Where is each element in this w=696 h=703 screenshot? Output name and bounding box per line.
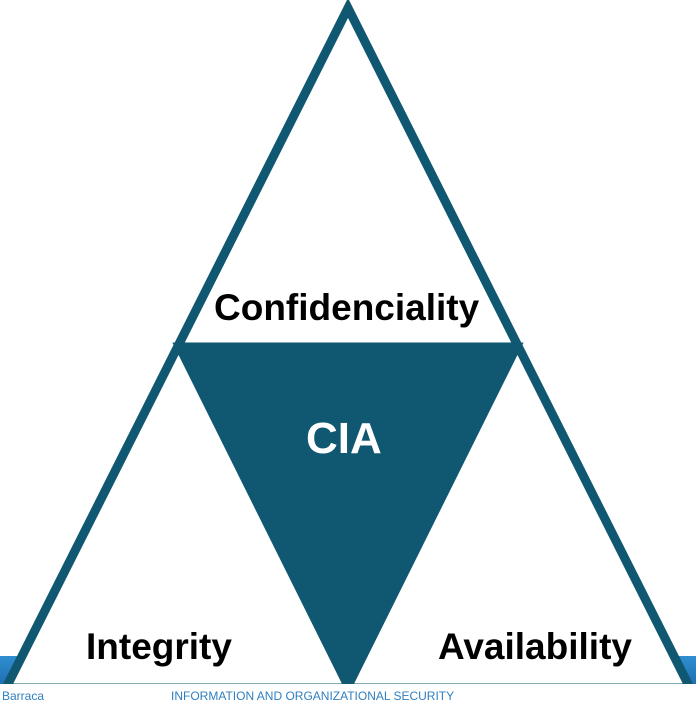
cia-label: CIA bbox=[306, 414, 382, 463]
footer-strip bbox=[0, 684, 696, 703]
cia-center-triangle bbox=[172, 342, 524, 696]
confidentiality-label: Confidenciality bbox=[214, 287, 480, 328]
integrity-label: Integrity bbox=[86, 626, 232, 667]
availability-label: Availability bbox=[438, 626, 632, 667]
footer-author: Barraca bbox=[2, 689, 45, 703]
footer-title: INFORMATION AND ORGANIZATIONAL SECURITY bbox=[171, 689, 455, 703]
